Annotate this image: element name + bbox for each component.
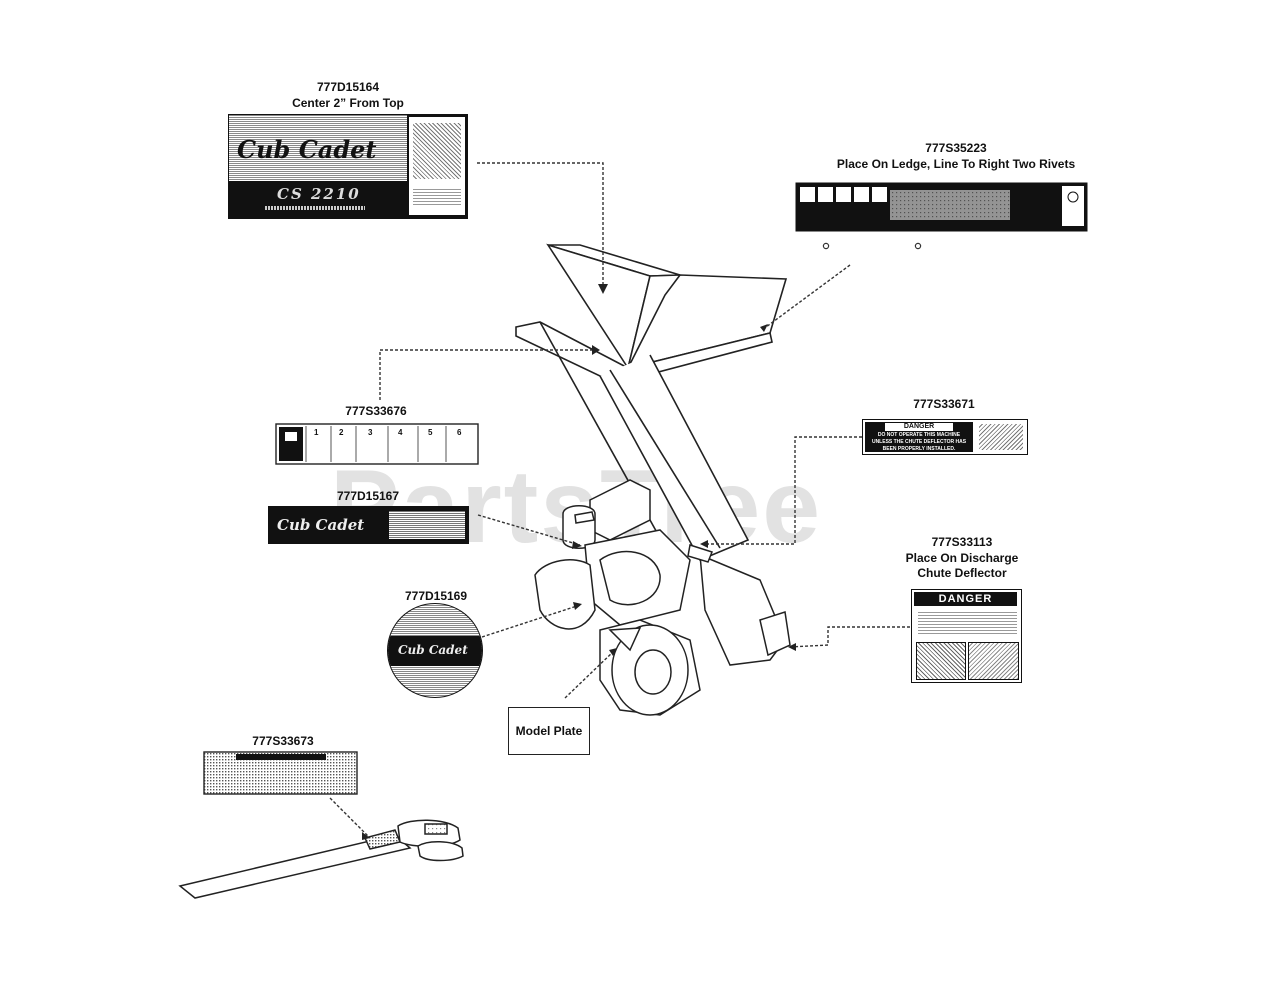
textured-panel (389, 511, 465, 539)
instruction-illustration (413, 123, 461, 179)
model-plate-label: Model Plate (515, 724, 583, 738)
part-number-777D15169: 777D15169 (404, 589, 468, 603)
cub-cadet-logo: Cub Cadet (398, 643, 468, 657)
instruction-text (413, 187, 461, 207)
debris-hazard-pictogram (968, 642, 1019, 680)
leader-777S33676 (379, 349, 597, 400)
leader-777D15167 (477, 514, 581, 546)
logo-band (388, 636, 482, 666)
logo-panel (229, 115, 407, 181)
hazard-pictogram (979, 424, 1023, 450)
decal-777S33113: DANGER (911, 589, 1022, 683)
rivet-symbols (822, 242, 922, 250)
leader-lines (329, 162, 910, 837)
fine-print (265, 206, 365, 210)
decal-777D15164: Cub Cadet CS 2210 (228, 114, 468, 219)
leader-777S33671 (703, 436, 862, 545)
danger-banner: DANGER (914, 592, 1017, 606)
step-1: 1 (314, 428, 319, 437)
leader-777S33113 (789, 626, 910, 648)
step-numbers: 1 2 3 4 5 6 (306, 428, 478, 442)
step-3: 3 (368, 428, 373, 437)
leader-777S33673 (329, 797, 369, 837)
part-number-777S33676-text: 777S33676 (345, 404, 407, 418)
step-4: 4 (398, 428, 403, 437)
hopper-drawing (515, 243, 788, 562)
model-name: CS 2210 (277, 185, 361, 203)
part-number-777S33673: 777S33673 (252, 734, 314, 748)
placement-note-777D15164: Center 2” From Top (292, 96, 404, 110)
placement-note-777S33113-line1: Place On Discharge (905, 551, 1019, 565)
step-5: 5 (428, 428, 433, 437)
decal-777S35223 (795, 182, 1088, 232)
cub-cadet-logo: Cub Cadet (277, 516, 365, 534)
leader-777D15169 (481, 604, 581, 638)
hand-hazard-pictogram (916, 642, 966, 680)
part-number-777D15164: 777D15164 (316, 80, 380, 94)
part-number-777D15167: 777D15167 (336, 489, 400, 503)
model-plate-box: Model Plate (508, 707, 590, 755)
leader-777D15164 (477, 162, 604, 290)
decal-777D15169: Cub Cadet (387, 603, 483, 698)
instruction-panel (409, 117, 465, 215)
decal-777S33673 (203, 751, 358, 795)
decal-777D15167: Cub Cadet (268, 506, 469, 544)
placement-note-777S33113-line2: Chute Deflector (917, 566, 1007, 580)
cub-cadet-logo: Cub Cadet (237, 135, 377, 164)
part-number-777S33671: 777S33671 (913, 397, 975, 411)
warning-line-2: UNLESS THE CHUTE DEFLECTOR HAS (871, 439, 967, 445)
part-number-777S35223: 777S35223 (925, 141, 987, 155)
danger-banner: DANGER (885, 423, 953, 431)
part-number-777S33113: 777S33113 (931, 535, 993, 549)
step-2: 2 (339, 428, 344, 437)
leader-model-plate (564, 649, 616, 699)
danger-text-panel: DANGER DO NOT OPERATE THIS MACHINE UNLES… (865, 422, 973, 452)
leader-arrowheads (362, 284, 796, 840)
decal-777S33676 (275, 423, 479, 465)
warning-line-3: BEEN PROPERLY INSTALLED. (882, 446, 956, 452)
discharge-chute-drawing (178, 819, 464, 899)
warning-line-1: DO NOT OPERATE THIS MACHINE (877, 432, 961, 438)
engine-drawing (534, 479, 791, 716)
placement-note-777S35223: Place On Ledge, Line To Right Two Rivets (836, 157, 1076, 171)
decal-777S33671: DANGER DO NOT OPERATE THIS MACHINE UNLES… (862, 419, 1028, 455)
step-6: 6 (457, 428, 462, 437)
leader-777S35223 (761, 264, 851, 331)
warning-text-block (918, 610, 1017, 636)
